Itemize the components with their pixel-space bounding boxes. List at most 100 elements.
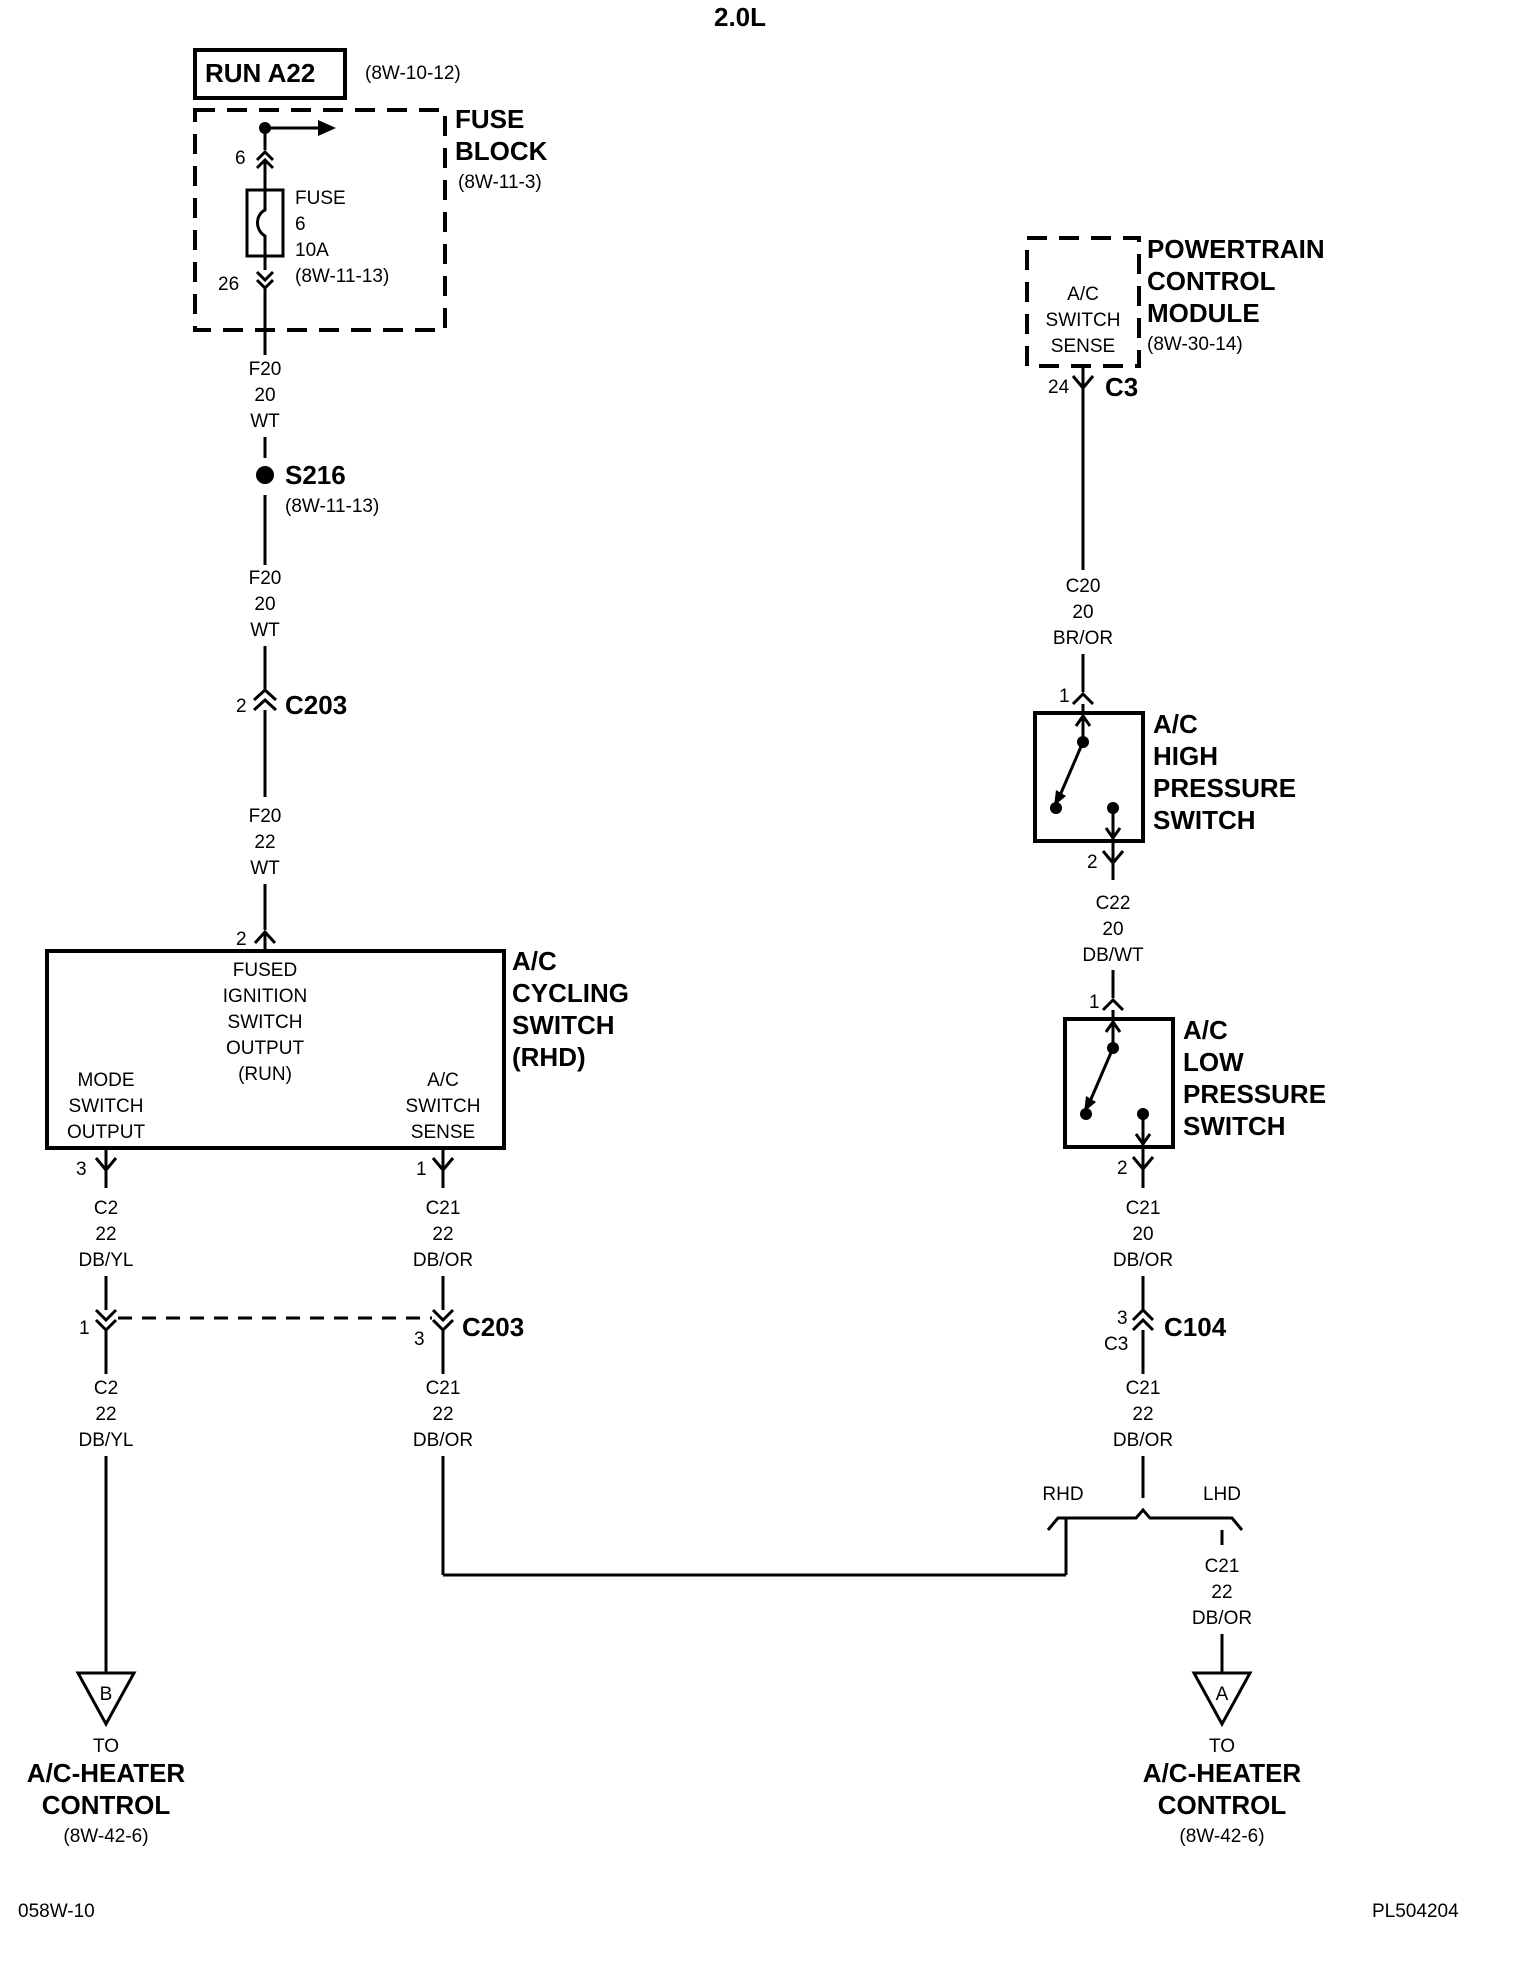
- c203-bottom-pin-right: 3: [414, 1329, 425, 1350]
- run-a22-label: RUN A22: [205, 58, 315, 88]
- pcm-name: POWERTRAIN: [1147, 234, 1325, 264]
- destination-b-name: A/C-HEATER: [27, 1758, 186, 1788]
- connector-chevron-icon: [94, 1308, 118, 1333]
- splice-name: S216: [285, 460, 346, 490]
- fuse-label-3: 10A: [295, 240, 329, 261]
- high-pressure-pin-bottom: 2: [1087, 852, 1098, 873]
- wire-label: C2: [94, 1198, 118, 1219]
- fuse-label-2: 6: [295, 214, 306, 235]
- cycling-left-label: OUTPUT: [67, 1122, 146, 1143]
- cycling-switch-box: [45, 949, 506, 1150]
- connector-chevron-icon: [1071, 691, 1095, 706]
- cycling-switch-name: SWITCH: [512, 1010, 615, 1040]
- page-title: 2.0L: [714, 2, 766, 32]
- wire-label: DB/OR: [1113, 1430, 1173, 1451]
- low-pressure-name: A/C: [1183, 1015, 1228, 1045]
- c203-bottom-name: C203: [462, 1312, 524, 1342]
- cycling-left-label: MODE: [78, 1070, 135, 1091]
- c203-top-pin: 2: [236, 696, 247, 717]
- cycling-center-label: (RUN): [238, 1064, 292, 1085]
- cycling-center-label: SWITCH: [228, 1012, 303, 1033]
- connector-chevron-icon: [1101, 997, 1125, 1012]
- fuse-pin-out: 26: [218, 274, 239, 295]
- destination-b-to: TO: [93, 1736, 119, 1757]
- cycling-left-label: SWITCH: [69, 1096, 144, 1117]
- c203-top-name: C203: [285, 690, 347, 720]
- cycling-right-label: SWITCH: [406, 1096, 481, 1117]
- destination-b-ref: (8W-42-6): [63, 1826, 148, 1847]
- wire-label: C21: [1126, 1198, 1161, 1219]
- connector-chevron-icon: [255, 270, 275, 291]
- wire-label: WT: [250, 620, 280, 641]
- wire-label: C21: [1126, 1378, 1161, 1399]
- branch-lhd-label: LHD: [1203, 1484, 1241, 1505]
- wire-label: DB/YL: [79, 1250, 134, 1271]
- low-pressure-name: PRESSURE: [1183, 1079, 1326, 1109]
- destination-b-letter: B: [100, 1684, 113, 1705]
- cycling-pin-top: 2: [236, 929, 247, 950]
- cycling-right-label: SENSE: [411, 1122, 475, 1143]
- c203-bottom-pin-left: 1: [79, 1318, 90, 1339]
- low-pressure-name: LOW: [1183, 1047, 1244, 1077]
- cycling-right-label: A/C: [427, 1070, 459, 1091]
- wire-label: 20: [254, 594, 275, 615]
- connector-chevron-icon: [431, 1308, 455, 1333]
- wire-label: C21: [426, 1378, 461, 1399]
- fuse-label-1: FUSE: [295, 188, 346, 209]
- wire-label: F20: [249, 806, 282, 827]
- high-pressure-pin-top: 1: [1059, 686, 1070, 707]
- cycling-pin-left: 3: [76, 1159, 87, 1180]
- wire-label: C20: [1066, 576, 1101, 597]
- bus-arrow-icon: [318, 120, 336, 136]
- wire-label: 20: [1132, 1224, 1153, 1245]
- high-pressure-switch-box: [1033, 711, 1145, 843]
- high-pressure-name: PRESSURE: [1153, 773, 1296, 803]
- cycling-center-label: OUTPUT: [226, 1038, 305, 1059]
- cycling-switch-name: A/C: [512, 946, 557, 976]
- footer-right-code: PL504204: [1372, 1901, 1459, 1922]
- destination-a-triangle-icon: [1191, 1671, 1253, 1728]
- wire-label: F20: [249, 568, 282, 589]
- run-a22-ref: (8W-10-12): [365, 63, 461, 84]
- destination-a-letter: A: [1216, 1684, 1229, 1705]
- wire-label: 20: [1072, 602, 1093, 623]
- fuse-block-box: [193, 108, 447, 332]
- wire-label: DB/YL: [79, 1430, 134, 1451]
- fuse-element-icon: [256, 190, 267, 256]
- c104-pin: 3: [1117, 1308, 1128, 1329]
- cycling-switch-name: (RHD): [512, 1042, 586, 1072]
- wire-label: 22: [1132, 1404, 1153, 1425]
- pcm-name: CONTROL: [1147, 266, 1276, 296]
- pcm-inner-label: A/C: [1067, 284, 1099, 305]
- wire-label: DB/WT: [1082, 945, 1144, 966]
- destination-a-to: TO: [1209, 1736, 1235, 1757]
- fuse-pin-in: 6: [235, 148, 246, 169]
- high-pressure-name: HIGH: [1153, 741, 1218, 771]
- wire-label: 22: [1211, 1582, 1232, 1603]
- wire-label: F20: [249, 359, 282, 380]
- low-pressure-pin-bottom: 2: [1117, 1158, 1128, 1179]
- rhd-lhd-branch-icon: [1046, 1507, 1244, 1531]
- wire-label: DB/OR: [413, 1430, 473, 1451]
- run-a22-box: [193, 48, 347, 100]
- wire-label: 22: [95, 1404, 116, 1425]
- wire-label: DB/OR: [1192, 1608, 1252, 1629]
- wire-label: WT: [250, 858, 280, 879]
- pcm-name: MODULE: [1147, 298, 1260, 328]
- wire-label: DB/OR: [1113, 1250, 1173, 1271]
- connector-chevron-icon: [1131, 1307, 1155, 1332]
- wire-label: 22: [95, 1224, 116, 1245]
- fuse-block-name-1: FUSE: [455, 104, 524, 134]
- destination-a-ref: (8W-42-6): [1179, 1826, 1264, 1847]
- c104-sub: C3: [1104, 1334, 1128, 1355]
- fuse-label-4: (8W-11-13): [295, 266, 389, 287]
- wire-label: 22: [432, 1224, 453, 1245]
- wire-label: 20: [254, 385, 275, 406]
- pcm-pin: 24: [1048, 377, 1070, 398]
- cycling-pin-right: 1: [416, 1159, 427, 1180]
- wire-label: C21: [426, 1198, 461, 1219]
- pcm-ref: (8W-30-14): [1147, 334, 1243, 355]
- wire-label: 20: [1102, 919, 1123, 940]
- switch-contact-icon: [1086, 1047, 1115, 1107]
